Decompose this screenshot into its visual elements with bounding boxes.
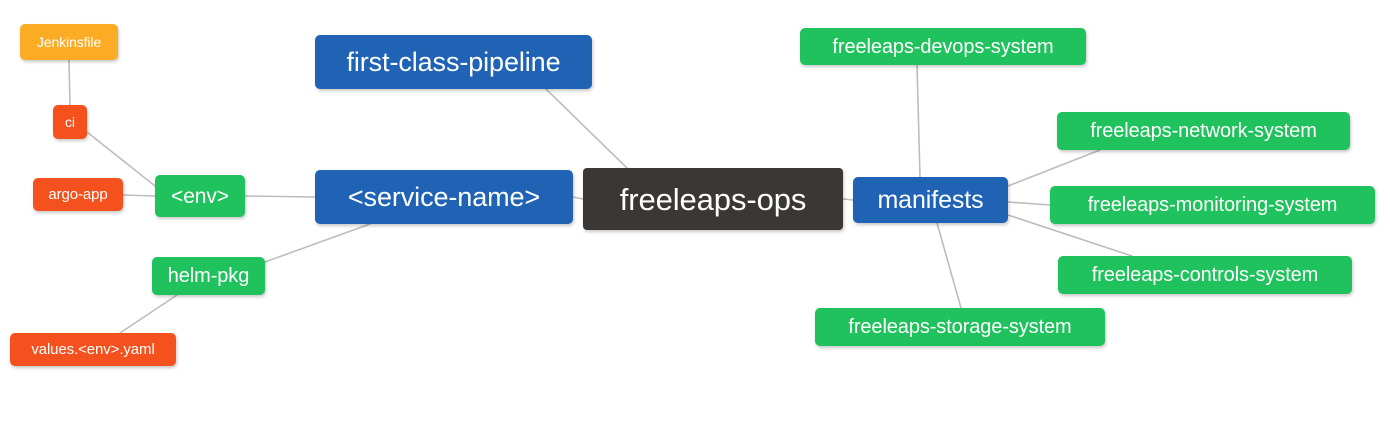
edge-helm-pkg-to-values-env-yaml	[119, 294, 178, 334]
node-argo-app[interactable]: argo-app	[33, 178, 123, 211]
edge-manifests-to-freeleaps-storage-system	[936, 222, 962, 309]
edge-freeleaps-ops-to-first-class-pipeline	[545, 88, 628, 169]
node-freeleaps-devops-system[interactable]: freeleaps-devops-system	[800, 28, 1086, 65]
edge-manifests-to-freeleaps-network-system	[1007, 149, 1101, 187]
node-values-env-yaml[interactable]: values.<env>.yaml	[10, 333, 176, 366]
edge-env-to-argo-app	[122, 194, 156, 197]
edge-freeleaps-ops-to-service-name	[572, 196, 584, 200]
node-helm-pkg[interactable]: helm-pkg	[152, 257, 265, 295]
edge-ci-to-jenkinsfile	[68, 59, 71, 106]
node-jenkinsfile[interactable]: Jenkinsfile	[20, 24, 118, 60]
edge-manifests-to-freeleaps-monitoring-system	[1007, 201, 1051, 206]
node-freeleaps-network-system[interactable]: freeleaps-network-system	[1057, 112, 1350, 150]
node-manifests[interactable]: manifests	[853, 177, 1008, 223]
edge-service-name-to-env	[244, 195, 316, 198]
node-env[interactable]: <env>	[155, 175, 245, 217]
node-freeleaps-ops[interactable]: freeleaps-ops	[583, 168, 843, 230]
node-first-class-pipeline[interactable]: first-class-pipeline	[315, 35, 592, 89]
node-freeleaps-monitoring-system[interactable]: freeleaps-monitoring-system	[1050, 186, 1375, 224]
edge-service-name-to-helm-pkg	[264, 223, 371, 263]
edge-manifests-to-freeleaps-devops-system	[916, 64, 921, 178]
node-service-name[interactable]: <service-name>	[315, 170, 573, 224]
node-freeleaps-storage-system[interactable]: freeleaps-storage-system	[815, 308, 1105, 346]
edge-freeleaps-ops-to-manifests	[842, 198, 854, 201]
node-freeleaps-controls-system[interactable]: freeleaps-controls-system	[1058, 256, 1352, 294]
node-ci[interactable]: ci	[53, 105, 87, 139]
